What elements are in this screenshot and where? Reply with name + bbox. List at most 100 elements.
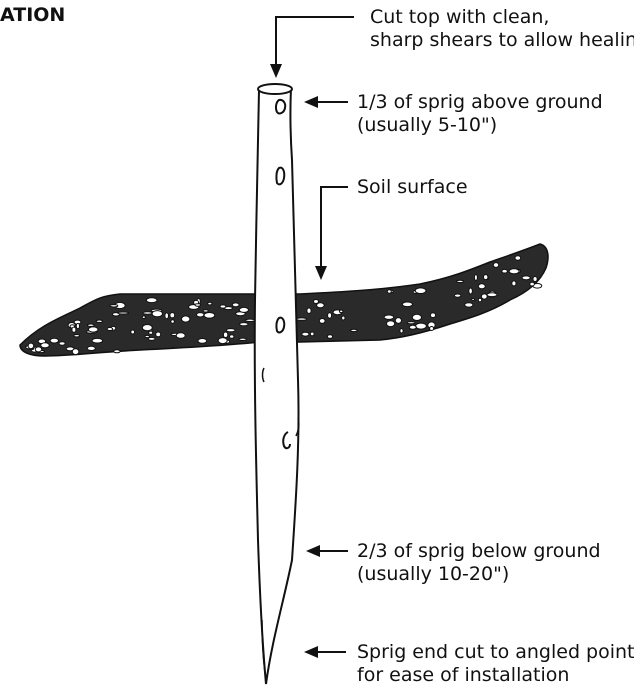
soil-pebble xyxy=(220,305,226,308)
soil-pebble xyxy=(407,322,415,324)
end-cut-label: Sprig end cut to angled point for ease o… xyxy=(357,641,634,687)
soil-pebble xyxy=(478,298,481,302)
soil-pebble xyxy=(218,338,227,344)
soil-pebble xyxy=(230,335,234,339)
soil-pebble xyxy=(415,288,426,294)
soil-pebble xyxy=(50,338,58,343)
soil-pebble xyxy=(76,323,79,328)
cut-top-line-2: sharp shears to allow healing xyxy=(370,29,634,52)
above-ground-line-1: 1/3 of sprig above ground xyxy=(357,91,603,114)
soil-pebble xyxy=(478,284,485,289)
soil-pebble xyxy=(239,307,248,312)
sprig-stem xyxy=(255,84,299,684)
soil-pebble xyxy=(474,275,477,281)
soil-pebble xyxy=(87,324,94,326)
soil-pebble xyxy=(143,312,152,315)
soil-pebble xyxy=(226,329,235,332)
soil-pebble xyxy=(198,339,207,344)
cut-top-arrow xyxy=(276,17,354,66)
soil-pebble xyxy=(118,312,129,314)
soil-surface-line-1: Soil surface xyxy=(357,176,468,199)
soil-pebble xyxy=(96,320,103,322)
soil-pebble xyxy=(515,256,521,261)
soil-pebble xyxy=(533,277,537,282)
soil-pebble xyxy=(203,310,208,312)
below-ground-line-2: (usually 10-20") xyxy=(357,563,601,586)
soil-pebble xyxy=(530,282,535,286)
soil-pebble xyxy=(156,332,161,337)
soil-pebble xyxy=(72,327,76,332)
soil-pebble xyxy=(240,323,248,326)
soil-pebble xyxy=(319,319,325,324)
soil-pebble xyxy=(176,333,185,339)
soil-pebble xyxy=(197,313,204,317)
soil-pebble xyxy=(245,319,255,321)
soil-pebble xyxy=(131,330,135,334)
soil-pebble xyxy=(88,327,98,332)
soil-pebble xyxy=(339,310,343,313)
soil-pebble xyxy=(465,303,473,307)
soil-pebble xyxy=(171,320,175,324)
soil-pebble xyxy=(469,288,473,294)
above-ground-label: 1/3 of sprig above ground (usually 5-10"… xyxy=(357,91,603,137)
above-ground-line-2: (usually 5-10") xyxy=(357,114,603,137)
soil-pebble xyxy=(302,332,309,336)
soil-pebble xyxy=(149,331,153,334)
soil-pebble xyxy=(384,315,394,319)
soil-pebble xyxy=(142,325,152,331)
soil-pebble xyxy=(342,316,345,320)
soil-pebble xyxy=(416,323,427,329)
soil-pebble xyxy=(110,305,118,307)
soil-pebble xyxy=(170,313,175,318)
soil-pebble xyxy=(387,321,395,327)
soil-pebble xyxy=(402,302,412,307)
soil-pebble xyxy=(387,290,391,293)
soil-pebble xyxy=(484,275,488,280)
cut-top-label: Cut top with clean, sharp shears to allo… xyxy=(370,6,634,52)
soil-pebble xyxy=(107,328,112,331)
soil-pebble xyxy=(204,313,215,319)
end-cut-line-2: for ease of installation xyxy=(357,664,634,687)
soil-pebble xyxy=(502,269,507,273)
soil-pebble xyxy=(328,313,332,318)
soil-pebble xyxy=(395,318,401,324)
soil-pebble xyxy=(182,316,190,322)
soil-pebble xyxy=(114,350,121,353)
soil-pebble xyxy=(493,263,498,268)
soil-pebble xyxy=(472,298,475,300)
soil-pebble xyxy=(35,347,41,352)
soil-pebble xyxy=(92,338,103,343)
soil-pebble xyxy=(59,342,65,345)
soil-pebble xyxy=(454,294,461,297)
soil-pebble xyxy=(327,335,332,339)
soil-pebble xyxy=(145,335,149,337)
soil-pebble xyxy=(87,346,95,350)
soil-pebble xyxy=(400,329,403,333)
soil-pebble xyxy=(195,304,201,306)
soil-pebble xyxy=(430,313,435,318)
soil-pebble xyxy=(457,280,464,282)
soil-pebble xyxy=(307,308,311,313)
soil-surface-arrow xyxy=(321,187,348,268)
soil-pebble xyxy=(208,302,212,305)
soil-pebble xyxy=(430,327,434,331)
soil-pebble xyxy=(239,338,247,340)
soil-pebble xyxy=(28,343,34,349)
soil-pebble xyxy=(351,329,358,331)
soil-pebble xyxy=(317,303,325,308)
soil-pebble xyxy=(74,335,80,337)
end-cut-line-1: Sprig end cut to angled point xyxy=(357,641,634,664)
soil-pebble xyxy=(41,343,50,348)
soil-pebble xyxy=(232,303,239,307)
soil-pebble xyxy=(409,325,416,329)
soil-pebble xyxy=(522,276,530,280)
soil-pebble xyxy=(223,332,227,338)
soil-pebble xyxy=(296,318,307,320)
soil-pebble xyxy=(512,281,516,286)
soil-pebble xyxy=(481,294,487,299)
soil-surface-label: Soil surface xyxy=(357,176,468,199)
soil-pebble xyxy=(412,314,421,320)
soil-pebble xyxy=(487,293,497,297)
soil-pebble xyxy=(72,349,79,355)
soil-pebble xyxy=(165,313,169,319)
